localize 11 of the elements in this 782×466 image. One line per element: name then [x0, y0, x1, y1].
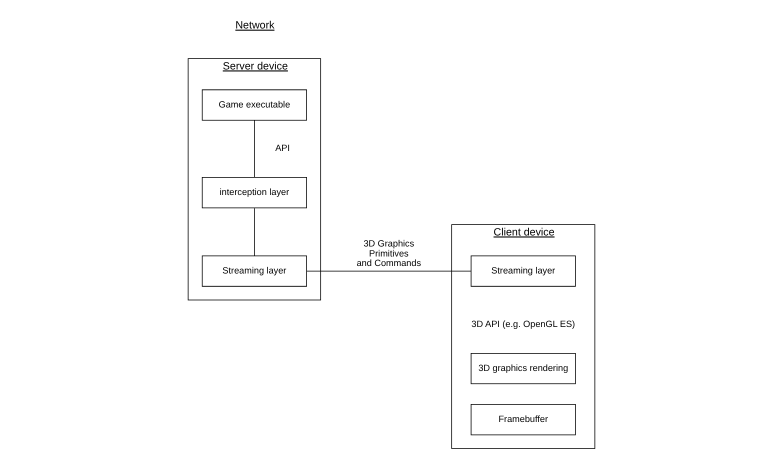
node-box: Framebuffer [470, 404, 576, 436]
node-box: Streaming layer [201, 255, 306, 287]
node-box: Game executable [201, 89, 306, 121]
label: 3D API (e.g. OpenGL ES) [470, 319, 575, 330]
label: Network [234, 20, 274, 32]
node-box: interception layer [201, 177, 306, 208]
node-box: Streaming layer [470, 255, 576, 287]
node-box: 3D graphics rendering [470, 352, 576, 384]
connector [306, 270, 471, 272]
edge-label: 3D Graphics Primitives and Commands [356, 238, 421, 268]
label: API [274, 143, 290, 154]
